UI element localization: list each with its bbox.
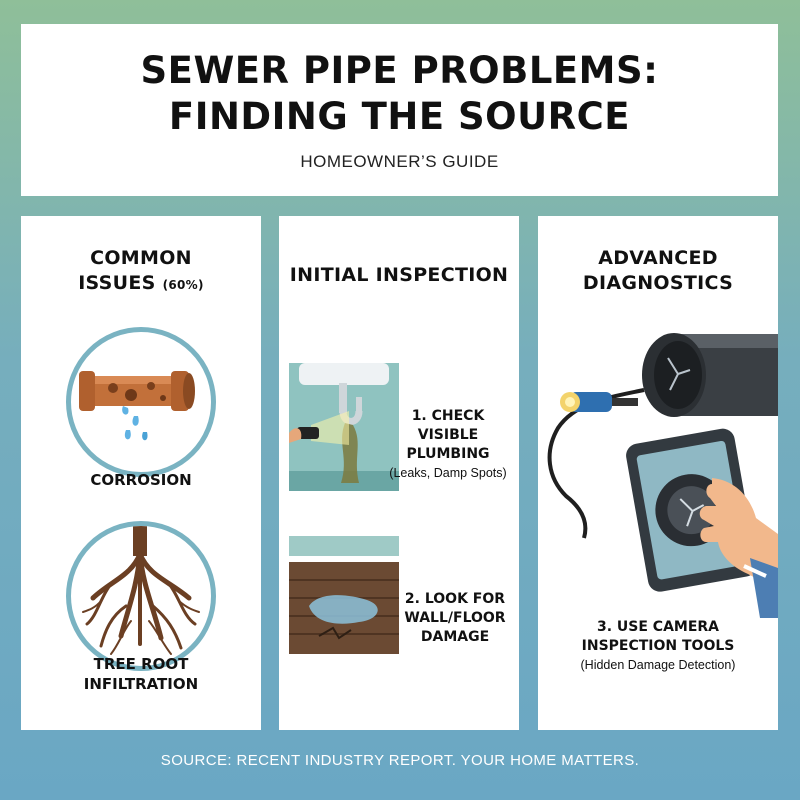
common-issues-heading: COMMON ISSUES (60%) <box>21 246 261 298</box>
step1-text: 1. CHECK VISIBLE PLUMBING (Leaks, Damp S… <box>383 407 513 483</box>
step3-text: 3. USE CAMERA INSPECTION TOOLS (Hidden D… <box>548 618 768 675</box>
corrosion-label: CORROSION <box>90 471 192 489</box>
sink-leak-flashlight-icon <box>289 363 399 491</box>
step2-line1: 2. LOOK FOR <box>404 591 506 607</box>
source-footer: SOURCE: RECENT INDUSTRY REPORT. YOUR HOM… <box>160 752 640 769</box>
step3-line1: 3. USE CAMERA <box>596 619 720 635</box>
step2-line2: WALL/FLOOR <box>404 610 506 626</box>
common-issues-panel: COMMON ISSUES (60%) CORROSION <box>21 216 261 730</box>
step3-line2: INSPECTION TOOLS <box>581 638 735 654</box>
step1-note: (Leaks, Damp Spots) <box>389 466 507 480</box>
advanced-diagnostics-panel: ADVANCED DIAGNOSTICS <box>538 216 778 730</box>
floor-water-damage-icon <box>289 536 399 654</box>
heading-line2: ISSUES <box>78 272 156 294</box>
initial-inspection-panel: INITIAL INSPECTION 1. CHECK VISIBLE PLUM… <box>279 216 519 730</box>
page-title-line2: FINDING THE SOURCE <box>168 95 631 138</box>
step3-note: (Hidden Damage Detection) <box>580 658 736 672</box>
heading-line1: COMMON <box>90 247 192 269</box>
camera-inspection-tablet-icon <box>544 328 778 618</box>
header-card: SEWER PIPE PROBLEMS: FINDING THE SOURCE … <box>21 24 778 196</box>
step1-line1: 1. CHECK VISIBLE <box>411 408 485 443</box>
corroded-pipe-icon <box>66 327 216 477</box>
issues-percentage: (60%) <box>162 278 204 292</box>
tree-root-label-line2: INFILTRATION <box>83 675 199 693</box>
tree-roots-icon <box>66 521 216 671</box>
tree-root-label: TREE ROOT INFILTRATION <box>21 654 261 694</box>
page-subtitle: HOMEOWNER’S GUIDE <box>300 152 499 171</box>
step2-text: 2. LOOK FOR WALL/FLOOR DAMAGE <box>395 590 515 647</box>
adv-heading-line1: ADVANCED <box>598 247 718 269</box>
page-title-line1: SEWER PIPE PROBLEMS: <box>140 49 659 92</box>
initial-inspection-heading: INITIAL INSPECTION <box>289 264 509 286</box>
adv-heading-line2: DIAGNOSTICS <box>582 272 734 294</box>
step1-line2: PLUMBING <box>406 446 490 462</box>
step2-line3: DAMAGE <box>420 629 490 645</box>
advanced-diagnostics-heading: ADVANCED DIAGNOSTICS <box>538 246 778 296</box>
tree-root-label-line1: TREE ROOT <box>93 655 189 673</box>
